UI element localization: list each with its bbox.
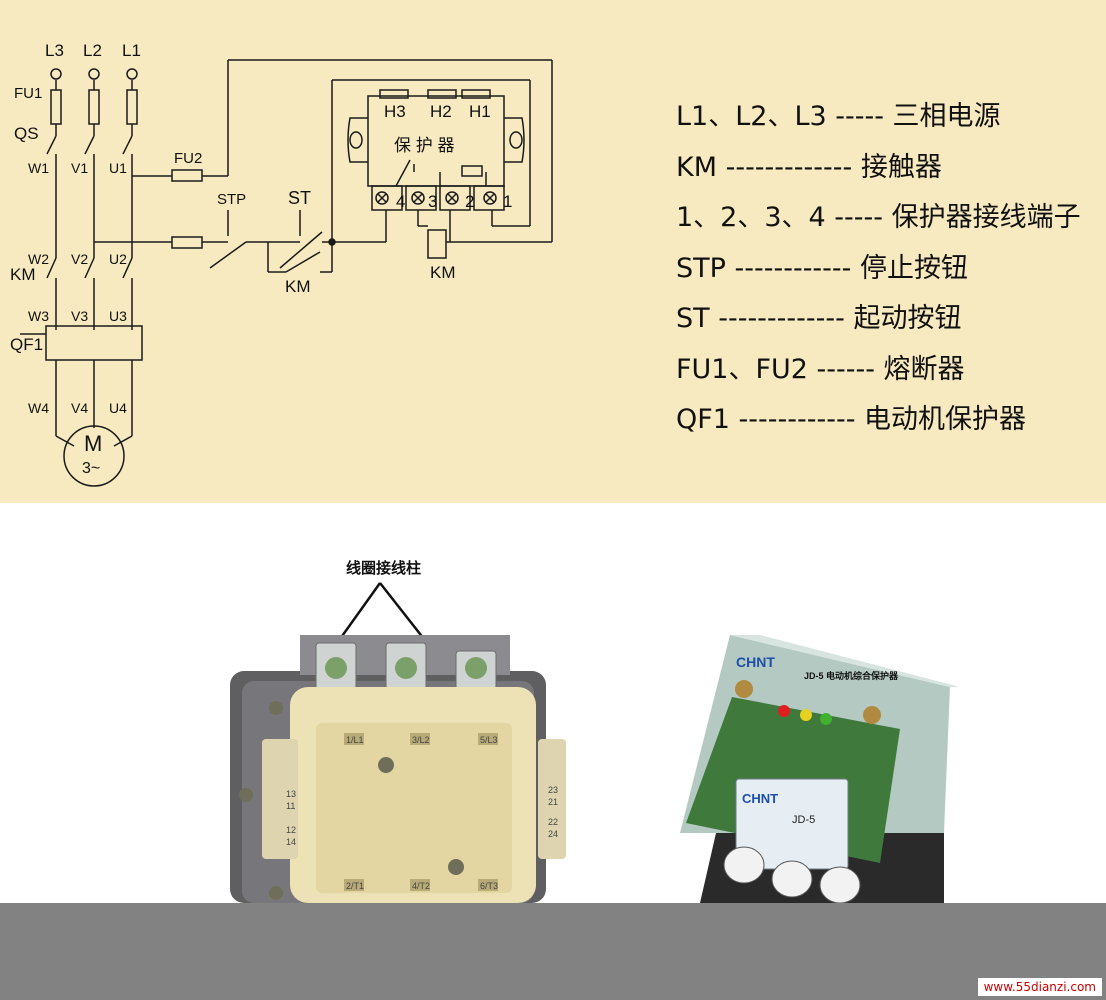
motor-protector-label: QF1 <box>10 335 43 354</box>
km-contact-label: KM <box>285 277 311 296</box>
protector-terminal-2: 2 <box>465 192 474 211</box>
fuse2-label: FU2 <box>174 150 202 167</box>
legend-item: FU1、FU2 ------ 熔断器 <box>676 353 965 385</box>
photo-panel: 线圈接线柱 13 <box>0 503 1106 903</box>
contactor-mark: 6/T3 <box>480 881 498 891</box>
contactor-mark: 2/T1 <box>346 881 364 891</box>
legend-item: KM ------------- 接触器 <box>676 151 942 183</box>
protector-brand: CHNT <box>736 654 775 670</box>
legend-item: 1、2、3、4 ----- 保护器接线端子 <box>676 202 1081 233</box>
start-button-label: ST <box>288 188 311 208</box>
terminal-u2: U2 <box>109 251 127 267</box>
motor-symbol: M <box>84 431 102 456</box>
legend-list: L1、L2、L3 ----- 三相电源 KM ------------- 接触器… <box>676 92 1081 446</box>
protector-title: 保 护 器 <box>394 136 454 155</box>
protector-head-h2: H2 <box>430 102 452 121</box>
annotation-arrows <box>338 582 425 640</box>
terminal-v3: V3 <box>71 308 88 324</box>
terminal-u4: U4 <box>109 400 127 416</box>
phase-lines <box>20 80 143 487</box>
contactor-mark: 1/L1 <box>346 735 364 745</box>
terminal-u3: U3 <box>109 308 127 324</box>
phase-label-l2: L2 <box>83 41 102 60</box>
control-circuit <box>94 59 553 273</box>
aux-contact-right: 24 <box>548 829 558 839</box>
aux-contact-left: 13 <box>286 789 296 799</box>
protector-photo: CHNT JD-5 电动机综合保护器 CHNT JD-5 <box>680 635 960 903</box>
protector-terminal-3: 3 <box>428 192 437 211</box>
contactor-mark: 3/L2 <box>412 735 430 745</box>
switch-label: QS <box>14 124 39 143</box>
legend-item: ST ------------- 起动按钮 <box>676 303 962 334</box>
aux-contact-left: 11 <box>286 801 295 811</box>
stop-button-label: STP <box>217 191 246 208</box>
protector-block <box>347 89 525 211</box>
terminal-w4: W4 <box>28 400 49 416</box>
terminal-v1: V1 <box>71 160 88 176</box>
aux-contact-right: 23 <box>548 785 558 795</box>
km-coil-label: KM <box>430 263 456 282</box>
contactor-mark: 4/T2 <box>412 881 430 891</box>
fuse1-label: FU1 <box>14 85 42 102</box>
coil-terminal-label: 线圈接线柱 <box>346 559 421 577</box>
phase-terminals <box>50 68 138 80</box>
aux-contact-left: 12 <box>286 825 296 835</box>
terminal-w2: W2 <box>28 251 49 267</box>
terminal-w3: W3 <box>28 308 49 324</box>
protector-nameplate-model: JD-5 <box>792 814 815 826</box>
aux-contact-right: 22 <box>548 817 558 827</box>
protector-head-h3: H3 <box>384 102 406 121</box>
aux-contact-right: 21 <box>548 797 558 807</box>
terminal-v2: V2 <box>71 251 88 267</box>
protector-model: JD-5 电动机综合保护器 <box>804 670 899 681</box>
legend-item: L1、L2、L3 ----- 三相电源 <box>676 101 1001 132</box>
protector-terminal-1: 1 <box>503 192 512 211</box>
terminal-v4: V4 <box>71 400 88 416</box>
protector-nameplate-brand: CHNT <box>742 791 778 806</box>
site-watermark: www.55dianzi.com <box>977 978 1102 996</box>
terminal-u1: U1 <box>109 160 127 176</box>
circuit-panel: L3 L2 L1 FU1 QS W1 V1 U1 FU2 STP ST W2 V… <box>0 0 1106 503</box>
contactor-mark: 5/L3 <box>480 735 498 745</box>
wiring-diagram: L3 L2 L1 FU1 QS W1 V1 U1 FU2 STP ST W2 V… <box>10 41 553 487</box>
protector-head-h1: H1 <box>469 102 491 121</box>
terminal-w1: W1 <box>28 160 49 176</box>
phase-label-l3: L3 <box>45 41 64 60</box>
contactor-photo: 13 11 12 14 23 21 22 24 1/L1 3/L2 5/L3 2… <box>230 635 566 903</box>
aux-contact-left: 14 <box>286 837 296 847</box>
legend-item: QF1 ------------ 电动机保护器 <box>676 404 1027 435</box>
protector-terminal-4: 4 <box>396 192 405 211</box>
phase-label-l1: L1 <box>122 41 141 60</box>
motor-phase: 3~ <box>82 460 100 477</box>
bottom-bar <box>0 903 1106 1000</box>
legend-item: STP ------------ 停止按钮 <box>676 252 968 284</box>
contactor-label: KM <box>10 265 36 284</box>
